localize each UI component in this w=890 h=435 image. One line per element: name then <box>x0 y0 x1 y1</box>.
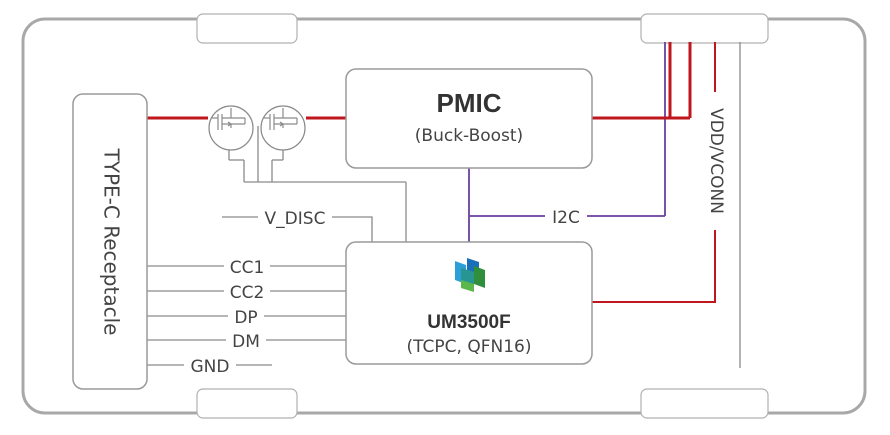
tcpc-title: UM3500F <box>427 312 510 333</box>
tcpc-subtitle: (TCPC, QFN16) <box>407 337 532 357</box>
i2c-label: I2C <box>552 208 580 228</box>
gate-lines <box>228 126 407 242</box>
v-disc-label: V_DISC <box>265 209 326 229</box>
gnd-label: GND <box>191 357 230 377</box>
type-c-label: TYPE-C Receptacle <box>100 148 124 336</box>
tcpc-block <box>345 241 593 365</box>
power-lines <box>147 42 716 303</box>
vdd-vconn-label: VDD/VCONN <box>706 108 726 214</box>
mosfet-switch-1 <box>208 105 254 151</box>
mosfet-switch-2 <box>260 105 306 151</box>
dp-label: DP <box>234 308 257 328</box>
board-tab-bottom-right <box>640 388 769 419</box>
board-tab-top-left <box>196 13 298 44</box>
board-tab-top-right <box>640 13 769 44</box>
cc2-label: CC2 <box>230 283 265 303</box>
unisoc-logo-icon <box>455 258 485 292</box>
pmic-subtitle: (Buck-Boost) <box>415 126 523 146</box>
board-tab-bottom-left <box>196 388 298 419</box>
dm-label: DM <box>232 332 260 352</box>
pmic-title: PMIC <box>437 88 502 118</box>
pmic-block <box>345 68 593 169</box>
cc1-label: CC1 <box>230 258 265 278</box>
signal-labels: V_DISC I2C CC1 CC2 DP DM GND VDD/VCONN <box>184 92 728 377</box>
type-c-receptacle <box>72 93 148 390</box>
